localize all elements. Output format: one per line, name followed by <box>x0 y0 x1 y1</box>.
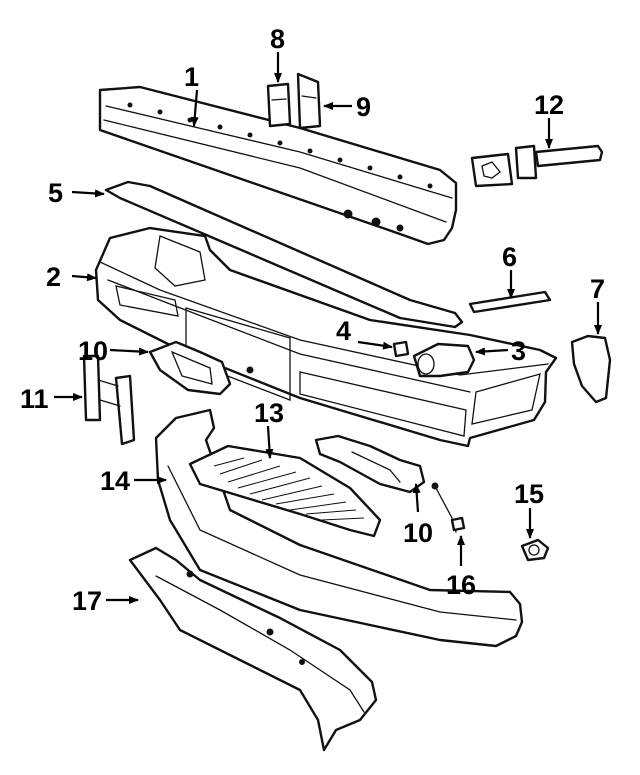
callout-6: 6 <box>502 242 517 272</box>
bracket-right-part <box>314 434 426 494</box>
callout-17: 17 <box>72 586 102 616</box>
callout-13: 13 <box>254 398 284 428</box>
bumper-pad-part <box>266 82 292 128</box>
leader-10a <box>109 347 149 356</box>
callout-5: 5 <box>48 178 63 208</box>
leader-4 <box>357 340 393 350</box>
bracket-left-part <box>148 340 232 396</box>
lower-grille-part <box>188 444 382 538</box>
callout-2: 2 <box>46 262 61 292</box>
callout-labels: 1 2 3 4 5 6 7 8 9 10 10 11 12 13 14 15 1… <box>20 24 605 616</box>
leader-13 <box>265 425 274 459</box>
bumper-cover-part <box>94 226 558 448</box>
callout-8: 8 <box>270 24 285 54</box>
lower-valance-part <box>154 408 524 648</box>
leader-2 <box>71 273 97 282</box>
end-cap-part <box>570 334 612 404</box>
callout-15: 15 <box>514 479 544 509</box>
bulb-socket-part <box>520 538 550 562</box>
air-deflector-part <box>128 546 378 752</box>
callout-7: 7 <box>590 274 605 304</box>
callout-1: 1 <box>184 62 199 92</box>
energy-absorber-part <box>470 144 604 188</box>
callout-16: 16 <box>446 570 476 600</box>
leader-3 <box>475 347 509 356</box>
callout-10b: 10 <box>403 518 433 548</box>
callout-4: 4 <box>336 316 351 346</box>
guard-pad-part <box>296 72 322 130</box>
upper-filler-strip-part <box>104 180 464 329</box>
callout-3: 3 <box>511 336 526 366</box>
leader-10b <box>412 483 421 513</box>
retainer-clip-part <box>392 340 410 358</box>
wiring-lead-part <box>431 482 466 533</box>
leader-5 <box>71 189 105 198</box>
leader-1 <box>190 89 199 127</box>
support-bracket-part <box>82 354 136 446</box>
mounting-bracket-part <box>412 342 476 378</box>
leader-lines <box>54 52 602 604</box>
molding-strip-part <box>468 290 552 314</box>
callout-9: 9 <box>356 92 371 122</box>
callout-10a: 10 <box>78 336 108 366</box>
callout-11: 11 <box>20 384 49 414</box>
callout-12: 12 <box>534 90 564 120</box>
callout-14: 14 <box>100 466 130 496</box>
